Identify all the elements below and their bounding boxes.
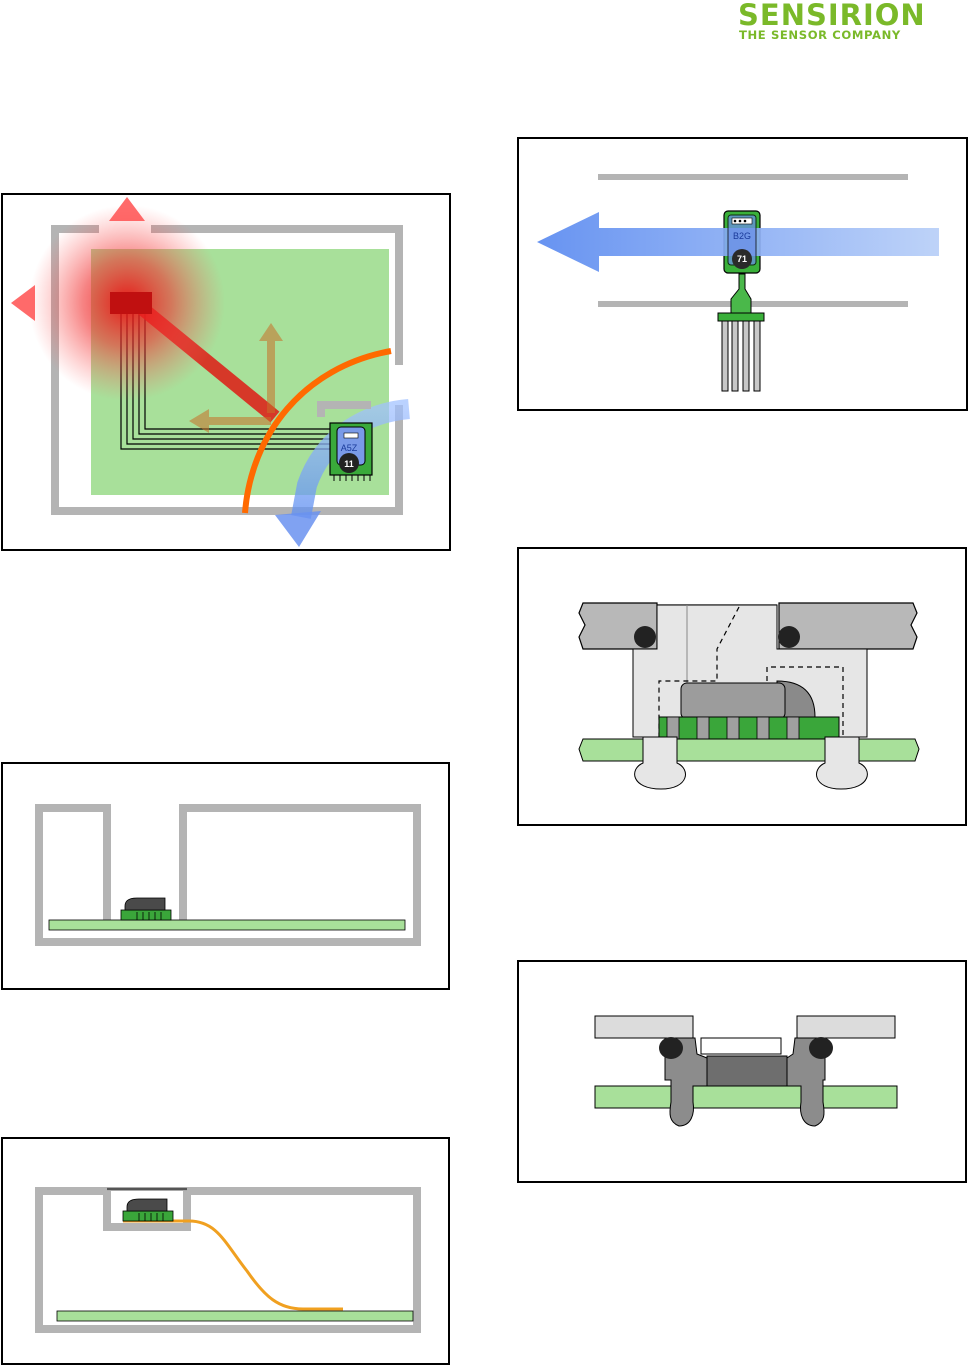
chip-label-bottom: 71	[737, 254, 747, 264]
channel-wall-top	[598, 174, 908, 180]
snap-in-cross-section-diagram	[519, 962, 967, 1183]
figure-gasket-cross-section	[517, 547, 967, 826]
housing-plate-right	[797, 1016, 895, 1038]
main-pcb	[579, 739, 919, 761]
sensor-pcb	[121, 910, 171, 920]
sensor-pcb	[659, 717, 839, 739]
figure-sensor-in-cavity	[1, 762, 450, 990]
heat-arrowhead-left	[11, 285, 35, 321]
membrane	[701, 1038, 781, 1054]
logo-tagline: THE SENSOR COMPANY	[739, 29, 901, 42]
channel-wall-bottom	[598, 301, 908, 307]
sensor-package	[127, 1199, 167, 1211]
flex-cable-diagram	[3, 1139, 450, 1365]
sensor-chip: B2G 71	[728, 215, 756, 269]
housing-plate-right	[779, 603, 917, 649]
pcb	[49, 920, 405, 930]
pcb	[57, 1311, 413, 1321]
o-ring-left	[634, 626, 656, 648]
o-ring-right	[778, 626, 800, 648]
housing-plate-left	[595, 1016, 693, 1038]
flex-cable	[123, 1221, 343, 1309]
figure-heat-and-airflow-on-board: A5Z 11	[1, 193, 451, 551]
o-ring-left	[659, 1037, 683, 1059]
sensor-package	[681, 683, 785, 719]
airflow-arrowhead	[275, 511, 321, 547]
chip-label-bottom: 11	[344, 459, 354, 469]
chip-label-top: A5Z	[341, 443, 358, 453]
main-pcb	[595, 1086, 897, 1108]
figure-sensor-in-airflow-channel: B2G 71	[517, 137, 968, 411]
figure-snap-in-cross-section	[517, 960, 967, 1183]
heat-airflow-diagram: A5Z 11	[3, 195, 451, 551]
sensor-package	[707, 1056, 787, 1086]
sensirion-logo: SENSIRION THE SENSOR COMPANY	[738, 0, 966, 44]
housing-walls	[39, 1191, 417, 1329]
gasket-cross-section-diagram	[519, 549, 967, 826]
figure-sensor-on-flex	[1, 1137, 450, 1365]
sensor-chip: A5Z 11	[330, 423, 372, 481]
sensor-pcb	[123, 1211, 173, 1221]
o-ring-right	[809, 1037, 833, 1059]
cavity-diagram	[3, 764, 450, 990]
airflow-channel-diagram: B2G 71	[519, 139, 968, 411]
chip-label-top: B2G	[733, 231, 751, 241]
sensor-package	[125, 898, 165, 910]
heat-source-component	[110, 292, 152, 314]
